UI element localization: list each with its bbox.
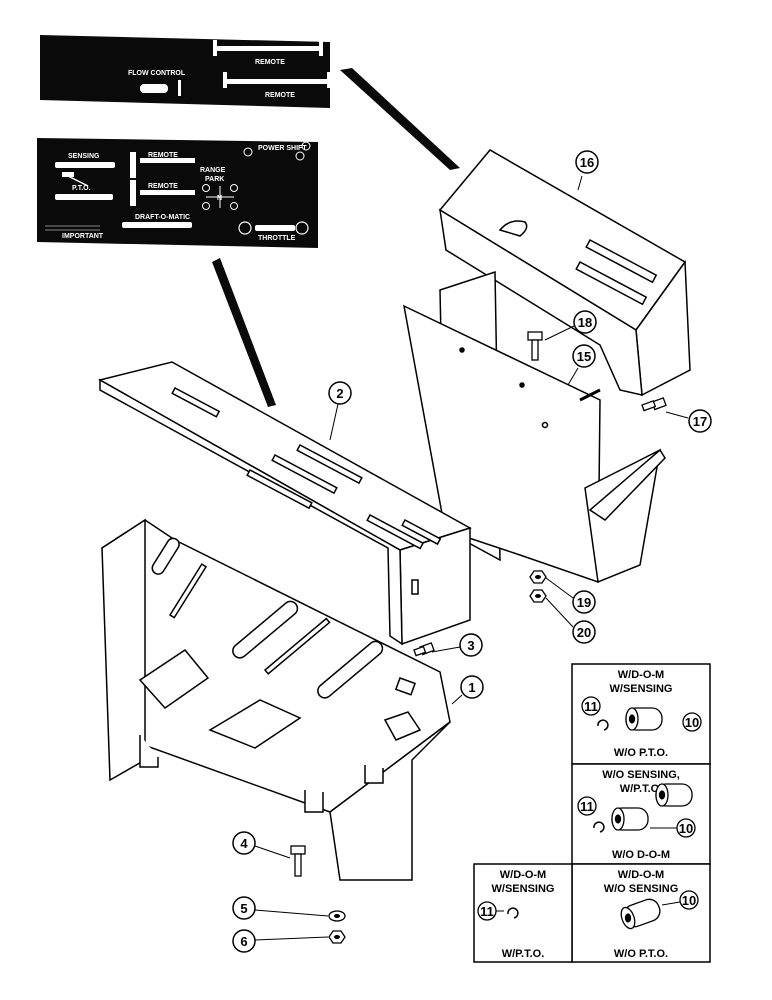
svg-text:W/O P.T.O.: W/O P.T.O. [614, 747, 668, 759]
svg-text:5: 5 [240, 901, 247, 916]
upper-decal-remote-slot-top [215, 46, 323, 51]
lower-decal-leader [212, 258, 276, 407]
lower-decal-range-label: RANGE [200, 167, 226, 174]
callout-2: 2 [328, 381, 352, 441]
lower-decal-power-shift-label: POWER SHIFT [258, 145, 307, 152]
callout-5: 5 [232, 896, 329, 920]
svg-text:10: 10 [679, 821, 693, 836]
variant-box-no-sensing-pto-no-dom: W/O SENSING, W/P.T.O. 11 10 W/O D-O-M [577, 769, 696, 861]
lower-decal-draft-o-matic-slot [122, 222, 192, 228]
svg-text:10: 10 [685, 715, 699, 730]
callout-18: 18 [544, 310, 597, 341]
upper-decal-remote-slot-bottom [225, 79, 333, 84]
svg-text:W/P.T.O.: W/P.T.O. [620, 783, 663, 795]
hardware-bolt-17 [641, 397, 667, 412]
svg-text:11: 11 [480, 904, 494, 919]
svg-text:W/D-O-M: W/D-O-M [618, 669, 664, 681]
lower-decal-neutral-label: N [217, 195, 222, 202]
lower-decal-pto-slot [55, 194, 113, 200]
svg-text:W/D-O-M: W/D-O-M [500, 869, 546, 881]
callout-3: 3 [431, 633, 483, 657]
hardware-bolt-3 [413, 642, 435, 657]
callout-17: 17 [665, 409, 712, 433]
hardware-bolt-4 [290, 845, 306, 877]
part-15-bracket [402, 270, 666, 584]
svg-text:10: 10 [682, 893, 696, 908]
svg-text:W/O SENSING,: W/O SENSING, [602, 769, 680, 781]
lower-decal-pto-label: P.T.O. [72, 185, 91, 192]
svg-text:17: 17 [693, 414, 707, 429]
upper-decal: REMOTE REMOTE FLOW CONTROL [40, 35, 333, 108]
callout-19: 19 [545, 577, 596, 614]
hardware-washer-19 [529, 570, 547, 584]
lower-decal-remote-bottom-label: REMOTE [148, 183, 178, 190]
lower-decal-remote-slot-top [130, 152, 136, 178]
svg-text:19: 19 [577, 595, 591, 610]
svg-text:W/SENSING: W/SENSING [492, 883, 555, 895]
svg-text:11: 11 [580, 799, 594, 814]
variant-box-dom-sensing-pto: W/D-O-M W/SENSING 11 W/P.T.O. [477, 869, 555, 960]
callout-20: 20 [545, 597, 596, 644]
svg-text:W/O SENSING: W/O SENSING [604, 883, 679, 895]
svg-text:W/O D-O-M: W/O D-O-M [612, 849, 670, 861]
upper-decal-leader [340, 68, 460, 170]
lower-decal-throttle-slot [255, 225, 295, 231]
svg-text:6: 6 [240, 934, 247, 949]
part-2-console-plate [97, 361, 472, 646]
hardware-nut-20 [529, 589, 547, 603]
svg-text:2: 2 [336, 386, 343, 401]
svg-text:W/SENSING: W/SENSING [610, 683, 673, 695]
lower-decal-sensing-label: SENSING [68, 153, 100, 160]
hardware-nut-6 [328, 930, 346, 944]
svg-text:20: 20 [577, 625, 591, 640]
callout-15: 15 [567, 344, 596, 386]
svg-text:4: 4 [240, 836, 248, 851]
upper-decal-flow-control-knob [140, 84, 168, 93]
upper-decal-remote-top-label: REMOTE [255, 59, 285, 66]
svg-text:W/O P.T.O.: W/O P.T.O. [614, 948, 668, 960]
svg-text:18: 18 [578, 315, 592, 330]
part-1-base-frame [101, 518, 451, 881]
lower-decal-park-label: PARK [205, 176, 224, 183]
lower-decal-remote-slot-bottom [130, 180, 136, 206]
variant-box-dom-sensing-no-pto: W/D-O-M W/SENSING 11 10 W/O P.T.O. [581, 669, 702, 759]
svg-text:11: 11 [584, 699, 598, 714]
hardware-bolt-18 [527, 331, 543, 361]
svg-text:W/D-O-M: W/D-O-M [618, 869, 664, 881]
lower-decal-remote-top-label: REMOTE [148, 152, 178, 159]
lower-decal-throttle-label: THROTTLE [258, 235, 296, 242]
lower-decal-throttle-knob-left [238, 221, 252, 235]
svg-text:3: 3 [467, 638, 474, 653]
callout-1: 1 [451, 675, 484, 705]
svg-text:1: 1 [468, 680, 475, 695]
upper-decal-remote-bottom-label: REMOTE [265, 92, 295, 99]
lower-decal-draft-o-matic-label: DRAFT-O-MATIC [135, 214, 190, 221]
lower-decal-sensing-slot [55, 162, 115, 168]
callout-16: 16 [575, 150, 599, 191]
callout-6: 6 [232, 929, 329, 953]
variant-box-dom-no-sensing-no-pto: W/D-O-M W/O SENSING 10 W/O P.T.O. [604, 869, 699, 960]
hardware-washer-5 [328, 910, 346, 922]
lower-decal-important-label: IMPORTANT [62, 233, 104, 240]
svg-text:W/P.T.O.: W/P.T.O. [502, 948, 545, 960]
part-16-upper-cover [438, 149, 691, 397]
callout-4: 4 [232, 831, 291, 859]
svg-text:16: 16 [580, 155, 594, 170]
svg-text:15: 15 [577, 349, 591, 364]
upper-decal-flow-control-label: FLOW CONTROL [128, 70, 186, 77]
lower-decal: SENSING P.T.O. REMOTE REMOTE POWER SHIFT… [37, 138, 318, 248]
